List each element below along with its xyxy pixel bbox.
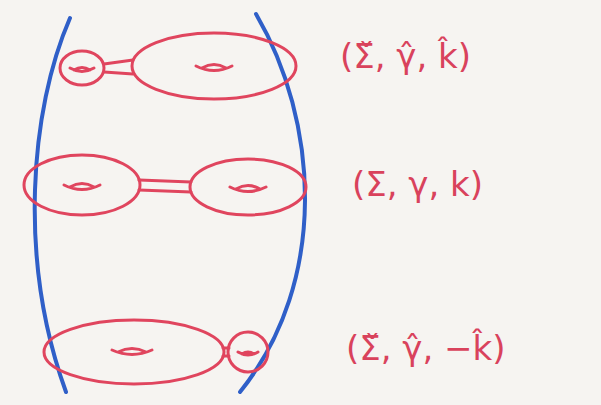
tuple-label: (Σ̌, γ̂, k̂) (340, 36, 471, 77)
surface (44, 320, 268, 384)
tuple-label: (Σ, γ, k) (352, 164, 483, 205)
surface (24, 155, 306, 215)
surface (60, 33, 296, 99)
tuple-label: (Σ̌, γ̂, −k̂) (346, 328, 506, 369)
